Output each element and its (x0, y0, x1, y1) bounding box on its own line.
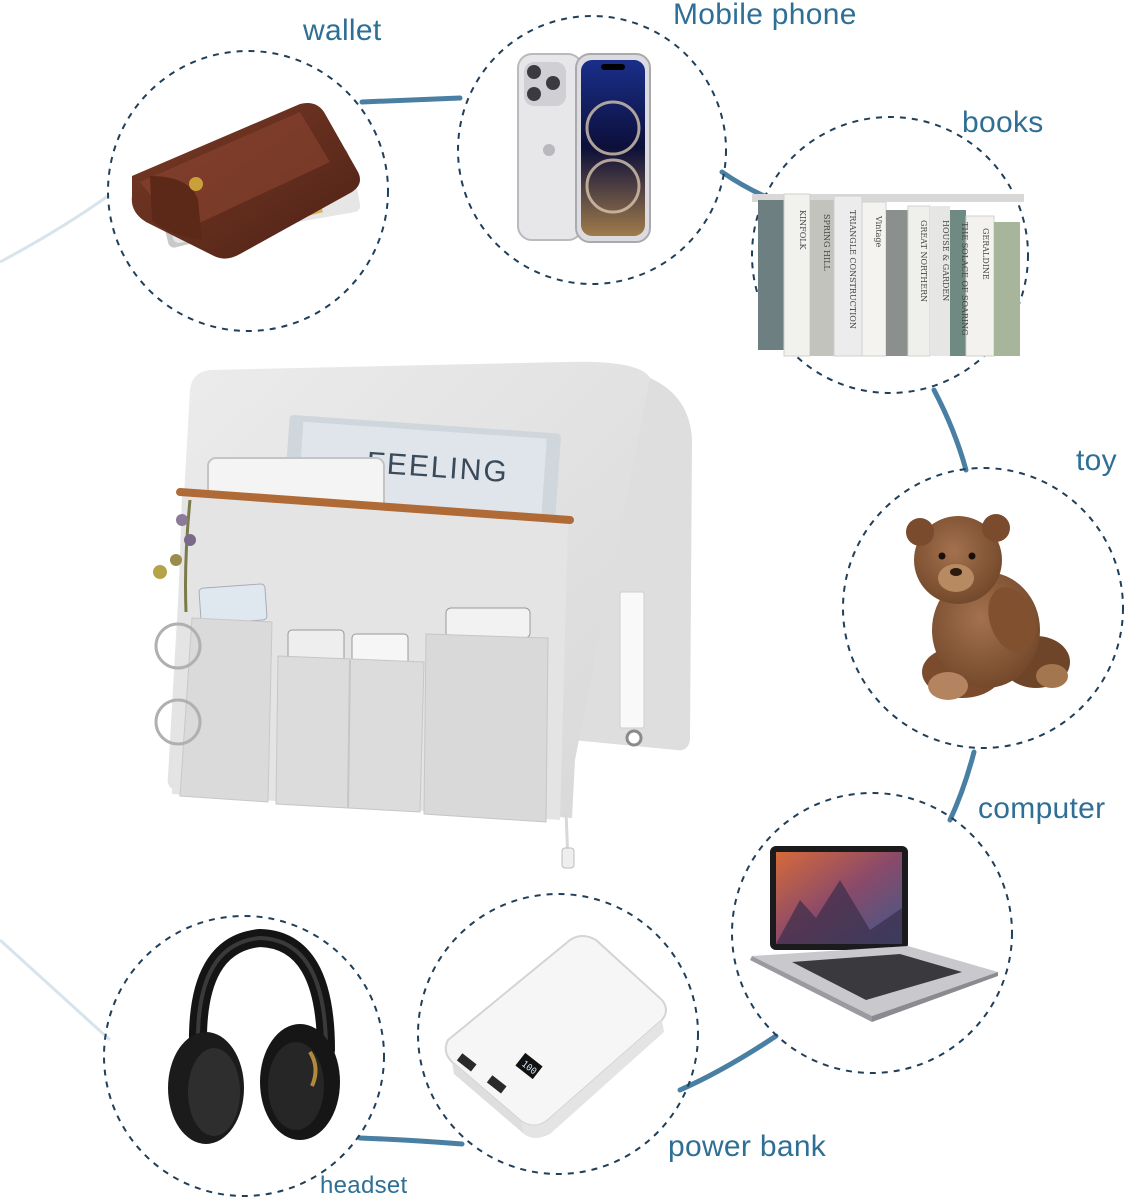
mobile-phone-icon (517, 53, 651, 243)
connector-books-toy (931, 387, 969, 473)
label-computer: computer (978, 792, 1106, 825)
label-books: books (962, 106, 1044, 139)
connector-lines (357, 95, 977, 1147)
circle-headset (103, 915, 385, 1197)
decorative-arc (0, 194, 109, 264)
book-spine-text: GERALDINE (981, 228, 990, 280)
headphones-icon (168, 928, 340, 1144)
book-spine-text: HOUSE & GARDEN (941, 220, 950, 301)
dashed-circles (103, 15, 1124, 1197)
label-power-bank: power bank (668, 1130, 827, 1163)
book-spine-text: SPRING HILL (822, 214, 831, 271)
connector-powerbank-headset (357, 1135, 465, 1147)
armrest-organizer-icon: FEELING (153, 361, 692, 869)
book-spine-text: KINFOLK (798, 210, 807, 251)
circle-toy (842, 467, 1124, 749)
book-spine-text: GREAT NORTHERN (919, 220, 928, 302)
circle-power-bank (417, 893, 699, 1175)
circle-computer (731, 792, 1013, 1074)
label-wallet: wallet (303, 14, 382, 47)
teddy-bear-icon (906, 514, 1070, 700)
books-icon: KINFOLK SPRING HILL TRIANGLE CONSTRUCTIO… (752, 193, 1024, 357)
circle-mobile-phone (457, 15, 727, 285)
book-spine-text: Vintage (874, 215, 883, 247)
circle-wallet (107, 50, 389, 332)
label-headset: headset (320, 1172, 408, 1199)
connector-toy-computer (947, 749, 977, 823)
label-toy: toy (1076, 444, 1117, 477)
laptop-icon (750, 846, 998, 1022)
book-spine-text: TRIANGLE CONSTRUCTION (848, 210, 857, 329)
power-bank-icon: 100 (444, 935, 667, 1138)
book-spine-text: THE SOLACE OF SOARING (960, 222, 969, 335)
connector-wallet-phone (359, 95, 463, 105)
decorative-arc (0, 938, 112, 1042)
connector-computer-powerbank (677, 1033, 779, 1093)
circle-books (751, 116, 1029, 394)
wallet-icon (131, 103, 361, 259)
label-mobile-phone: Mobile phone (673, 0, 857, 31)
